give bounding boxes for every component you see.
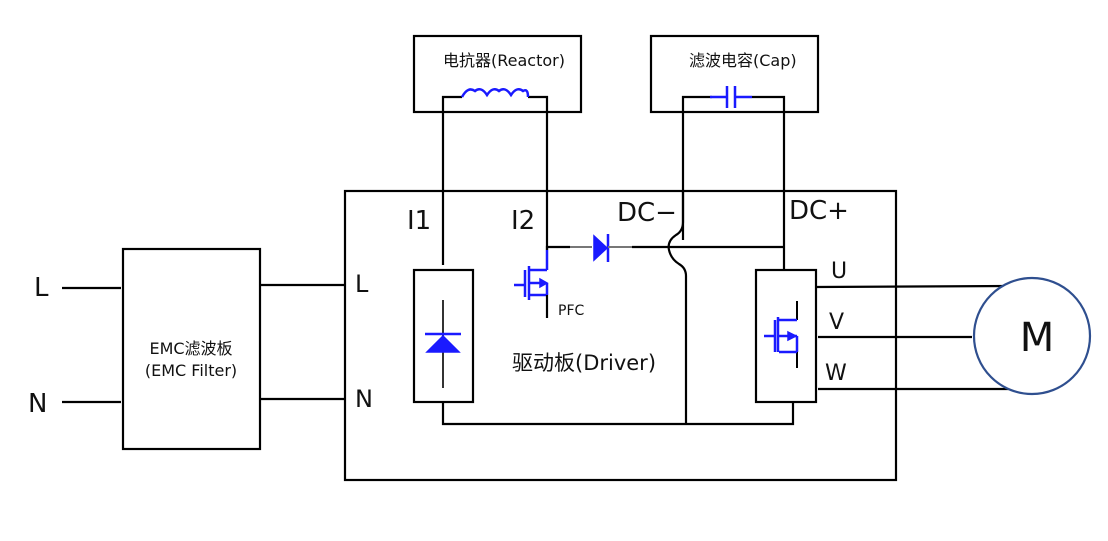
capacitor-icon (710, 86, 752, 108)
reactor-box (412, 34, 583, 114)
dc-minus-wire-hop (667, 190, 688, 424)
driver-board-box (343, 189, 898, 482)
driver-N-label: N (355, 385, 373, 413)
cap-wire-left (681, 95, 712, 240)
driver-L-label: L (355, 270, 369, 298)
rectifier-diode-icon (425, 332, 461, 353)
phase-U-wire (815, 284, 1011, 289)
cap-wire-right (752, 95, 786, 270)
phase-U-label: U (831, 259, 847, 284)
pfc-node-wire (545, 245, 570, 250)
driver-label: 驱动板(Driver) (512, 351, 656, 375)
emc-filter-box (121, 247, 262, 451)
inverter-mosfet-icon (764, 301, 799, 368)
input-L-label: L (34, 273, 49, 303)
motor-label: M (1020, 315, 1055, 361)
inductor-icon (460, 87, 530, 98)
pfc-mosfet-icon (514, 250, 549, 300)
reactor-label: 电抗器(Reactor) (443, 51, 565, 70)
capacitor-label: 滤波电容(Cap) (689, 51, 797, 70)
node-I1-label: I1 (407, 206, 431, 236)
pfc-diode-icon (593, 234, 610, 262)
emc-label-cn: EMC滤波板 (149, 339, 232, 358)
ground-bus-wire (441, 402, 795, 426)
emc-label-en: (EMC Filter) (145, 361, 237, 380)
reactor-wire-left (441, 95, 462, 265)
pfc-label: PFC (558, 303, 584, 319)
input-N-label: N (28, 389, 47, 419)
node-DCminus-label: DC− (617, 198, 677, 228)
node-DCplus-label: DC+ (789, 196, 849, 226)
motor-circle (972, 276, 1092, 396)
phase-W-label: W (825, 361, 847, 386)
node-I2-label: I2 (511, 206, 535, 236)
reactor-wire-right (528, 95, 549, 250)
phase-V-label: V (829, 310, 844, 335)
